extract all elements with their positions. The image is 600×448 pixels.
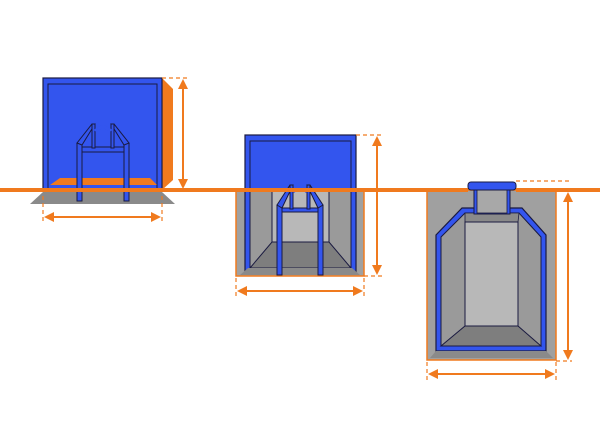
pit-floor	[430, 351, 553, 358]
width-dimension	[235, 278, 365, 297]
pool-back-wall	[464, 221, 519, 327]
width-dimension	[42, 196, 163, 224]
pool-side-wall	[162, 78, 173, 190]
pool-coping	[467, 181, 517, 191]
height-dimension	[516, 180, 573, 362]
pool-rim	[47, 83, 158, 190]
pool-floor	[50, 178, 157, 185]
inground-pool	[426, 180, 573, 380]
pit-floor	[240, 268, 360, 275]
pool-neck-inner	[476, 189, 508, 214]
height-dimension	[162, 77, 188, 189]
ladder	[76, 123, 130, 202]
height-dimension	[356, 134, 382, 277]
pool-floor	[439, 325, 543, 347]
semi-inground-pool	[235, 134, 382, 297]
width-dimension	[426, 362, 557, 380]
pool-body	[42, 77, 163, 191]
above-ground-pool	[30, 77, 188, 224]
ground-shadow	[30, 192, 175, 204]
pool-rim	[249, 140, 352, 190]
